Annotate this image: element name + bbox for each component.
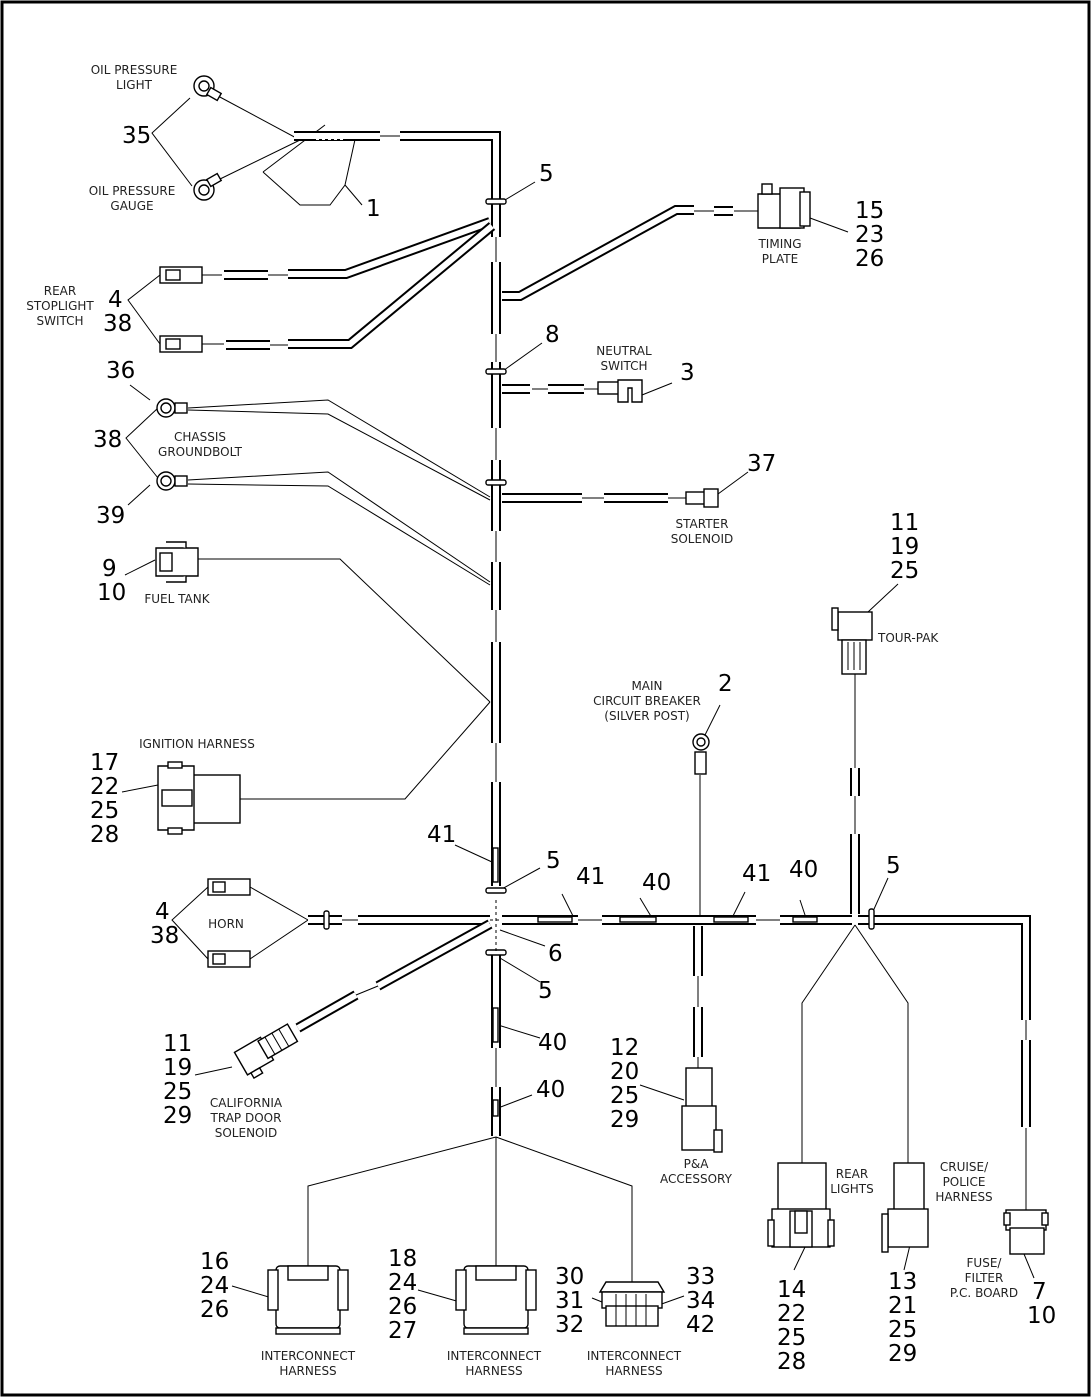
callout-40-b: 40 [789, 857, 818, 883]
callout-1: 1 [366, 196, 381, 222]
ignition-harness-connector-icon [157, 761, 241, 835]
timing-plate-connector-icon [757, 183, 811, 229]
chassis-groundbolt-icon [156, 398, 188, 491]
label-ignition-harness: IGNITION HARNESS [139, 737, 255, 751]
rear-lights-connector-icon [767, 1162, 835, 1248]
callout-5-top: 5 [539, 161, 554, 187]
starter-solenoid-connector-icon [685, 488, 719, 508]
callout-5-mid: 5 [546, 848, 561, 874]
oil-pressure-gauge-icon [193, 172, 223, 201]
main-circuit-breaker-icon [692, 733, 710, 775]
callout-41-a: 41 [576, 864, 605, 890]
callout-2: 2 [718, 671, 733, 697]
label-horn: HORN [208, 917, 244, 931]
california-solenoid-connector-icon [233, 1023, 299, 1080]
callout-5-low: 5 [538, 978, 553, 1004]
harness-tubes [224, 131, 1031, 1136]
callout-41-left: 41 [427, 822, 456, 848]
interconnect-harness-1-icon [267, 1265, 349, 1335]
callout-40-a: 40 [642, 870, 671, 896]
fuel-tank-connector-icon [155, 541, 199, 583]
cruise-police-connector-icon [881, 1162, 929, 1253]
oil-pressure-light-icon [193, 75, 223, 102]
callout-35: 35 [122, 123, 151, 149]
interconnect-harness-3-icon [598, 1281, 666, 1327]
fuse-filter-connector-icon [1003, 1209, 1049, 1255]
callout-3: 3 [680, 360, 695, 386]
callout-41-b: 41 [742, 861, 771, 887]
callout-5-right: 5 [886, 853, 901, 879]
callout-36: 36 [106, 358, 135, 384]
callout-40-bot: 40 [536, 1077, 565, 1103]
horn-connector-icon [207, 878, 251, 968]
callout-6: 6 [548, 941, 563, 967]
callout-39: 39 [96, 503, 125, 529]
pa-accessory-connector-icon [681, 1067, 723, 1153]
label-fuel-tank: FUEL TANK [144, 592, 210, 606]
callout-37: 37 [747, 451, 776, 477]
tour-pak-connector-icon [831, 607, 873, 675]
callout-40-low: 40 [538, 1030, 567, 1056]
interconnect-harness-2-icon [455, 1265, 537, 1335]
label-tour-pak: TOUR-PAK [877, 631, 939, 645]
neutral-switch-connector-icon [597, 379, 643, 403]
rear-stoplight-switch-connector-icon [159, 266, 203, 353]
callout-38: 38 [93, 427, 122, 453]
callout-8: 8 [545, 322, 560, 348]
